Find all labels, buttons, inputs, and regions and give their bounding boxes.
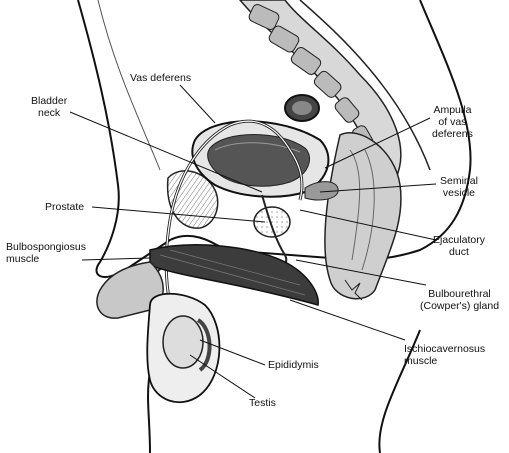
inner-abdomen-line [98, 0, 160, 170]
label-prostate: Prostate [45, 201, 84, 213]
label-vas-deferens: Vas deferens [130, 72, 191, 84]
scrotum [147, 294, 219, 402]
label-bladder-neck: Bladder neck [31, 95, 67, 119]
label-bulbourethral: Bulbourethral (Cowper's) gland [420, 288, 499, 312]
label-ejaculatory-duct: Ejaculatory duct [433, 234, 485, 258]
label-testis: Testis [249, 397, 276, 409]
label-ischiocavernosus: Ischiocavernosus muscle [404, 343, 485, 367]
label-ampulla: Ampulla of vas deferens [432, 104, 473, 140]
label-epididymis: Epididymis [268, 359, 319, 371]
label-seminal-vesicle: Seminal vesicle [440, 175, 478, 199]
rectum [325, 133, 401, 300]
label-bulbospongiosus: Bulbospongiosus muscle [6, 241, 86, 265]
